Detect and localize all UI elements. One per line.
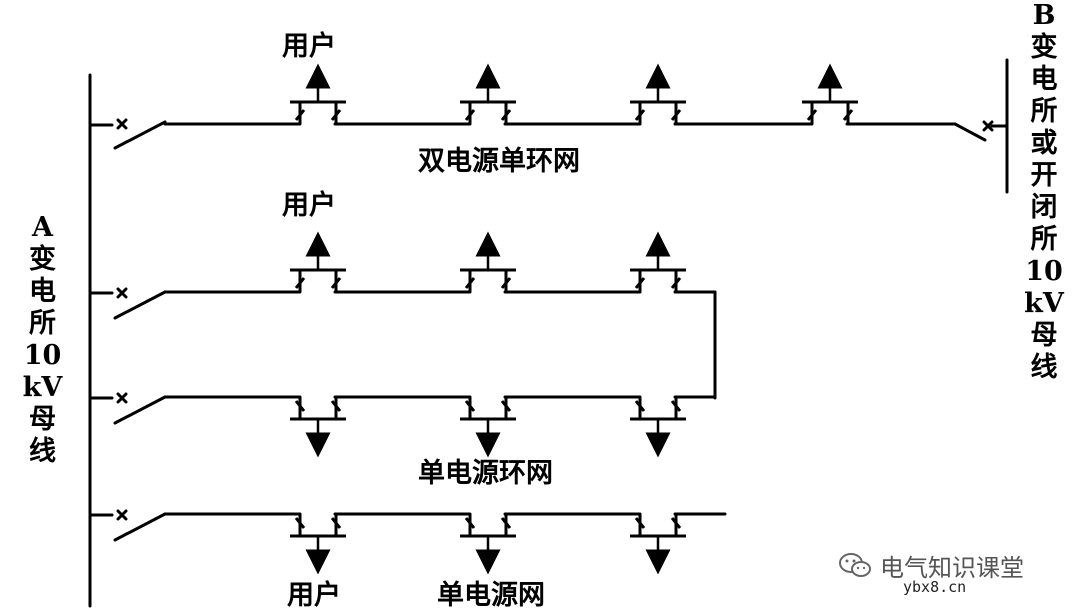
bus-b-label-line: 开 xyxy=(1030,160,1058,191)
user-unit-row-3 xyxy=(630,397,686,458)
user-unit-row-1 xyxy=(630,63,686,124)
bus-b-label-line: 所 xyxy=(1030,96,1058,127)
wechat-icon xyxy=(839,552,871,577)
bus-b-label-line: 电 xyxy=(1030,64,1058,95)
bus-a-label: A 变 电 所 10 kV 母 线 xyxy=(0,212,85,468)
bus-a-label-line: 线 xyxy=(29,436,56,467)
bus-b-label-line: 闭 xyxy=(1030,192,1058,223)
user-unit-row-3 xyxy=(460,397,516,458)
user-label-row-4: 用户 xyxy=(287,580,341,611)
user-unit-row-4 xyxy=(290,514,346,575)
watermark: 电气知识课堂 xyxy=(838,548,1024,583)
caption-dual-source-single-loop: 双电源单环网 xyxy=(418,146,580,177)
user-label-row-1: 用户 xyxy=(282,31,336,62)
bus-b-label-line: 母 xyxy=(1030,320,1058,351)
user-label-row-2: 用户 xyxy=(282,190,336,221)
feeder-row-4 xyxy=(88,509,727,542)
caption-single-source-network: 单电源网 xyxy=(437,580,545,611)
user-unit-row-1 xyxy=(802,63,858,124)
bus-a-label-line: 变 xyxy=(29,244,56,275)
bus-a-label-line: 电 xyxy=(29,276,56,307)
user-unit-row-1 xyxy=(460,63,516,124)
feeder-row-1 xyxy=(88,118,1009,150)
caption-single-source-loop: 单电源环网 xyxy=(418,458,553,489)
bus-b-label: B 变 电 所 或 开 闭 所 10 kV 母 线 xyxy=(1008,0,1080,384)
bus-b-label-line: 变 xyxy=(1030,32,1058,63)
feeder-row-3 xyxy=(88,392,717,425)
user-unit-row-2 xyxy=(460,231,516,292)
bus-b-label-line: 线 xyxy=(1030,352,1058,383)
bus-a-label-line: 母 xyxy=(29,404,56,435)
user-unit-row-1 xyxy=(290,63,346,124)
user-unit-row-2 xyxy=(630,231,686,292)
bus-b-label-line: 或 xyxy=(1030,128,1058,159)
user-unit-row-3 xyxy=(290,397,346,458)
user-unit-row-4 xyxy=(630,514,686,575)
bus-b-label-line: B xyxy=(1032,0,1056,31)
bus-a-label-line: A xyxy=(32,212,53,243)
user-unit-row-2 xyxy=(290,231,346,292)
feeder-row-2 xyxy=(88,287,717,400)
bus-b-label-line: 10 kV xyxy=(1024,256,1064,319)
bus-a-label-line: 所 xyxy=(29,308,56,339)
watermark-text: 电气知识课堂 xyxy=(880,554,1024,582)
user-unit-row-4 xyxy=(460,514,516,575)
bus-a-label-line: 10 kV xyxy=(22,340,63,403)
watermark-site: ybx8.cn xyxy=(903,578,967,596)
bus-b-label-line: 所 xyxy=(1030,224,1058,255)
